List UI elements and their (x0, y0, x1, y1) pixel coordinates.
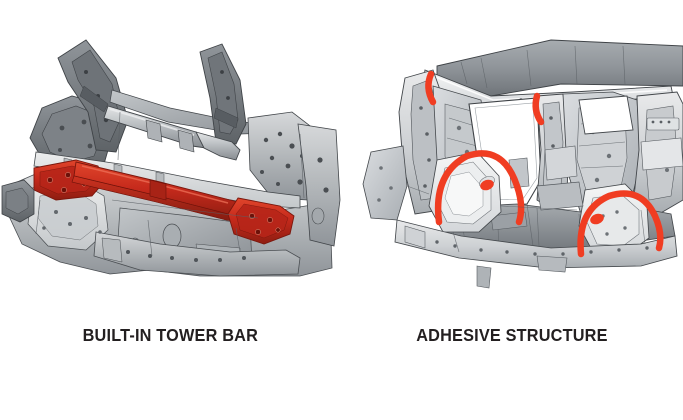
jack-point (536, 255, 568, 273)
left-shock-tower-face (41, 105, 103, 163)
sill-bracket-tab (476, 265, 492, 289)
figure-adhesive-structure (341, 0, 683, 300)
caption-adhesive-structure: ADHESIVE STRUCTURE (416, 324, 608, 345)
caption-built-in-tower-bar: BUILT-IN TOWER BAR (83, 324, 259, 345)
tower-bar-bolt (47, 177, 53, 183)
right-housing-holes (601, 210, 627, 236)
panel-seams (35, 111, 305, 257)
tower-bar-bolt (65, 172, 71, 178)
quarter-hole (456, 125, 462, 131)
rail-oval-hole (311, 207, 325, 225)
tower-bar-bolt (267, 217, 273, 223)
d-pillar-slot (646, 117, 680, 131)
lower-member-holes (126, 250, 246, 262)
pillar-bracket (213, 107, 239, 129)
adhesive-highlights (425, 70, 664, 258)
pillar-hole (226, 96, 230, 100)
figure-built-in-tower-bar (0, 0, 341, 300)
tower-bar-illustration (0, 0, 341, 300)
sill-hole-row (417, 236, 649, 256)
tower-bolt-hole (58, 148, 62, 152)
tower-bolt-hole (87, 143, 93, 149)
pillar-hole (84, 70, 88, 74)
tail-lamp-pocket (640, 137, 683, 171)
footer-whitespace (0, 370, 683, 420)
left-wheel-housing-bowl (444, 171, 484, 217)
apron-hole-cluster (260, 131, 304, 186)
strut-tower-bar-highlight (33, 159, 295, 245)
tower-bar-bolt (275, 227, 281, 233)
adhesive-node-left (480, 179, 494, 191)
tower-bar-bolt (255, 229, 261, 235)
rocker-sill (394, 219, 678, 269)
adhesive-scene (362, 39, 683, 289)
inner-brace (544, 145, 578, 181)
member-flange (101, 237, 123, 263)
adhesive-node-right (590, 213, 604, 225)
adhesive-structure-illustration (341, 0, 683, 300)
tower-bar-bolt (249, 213, 255, 219)
figure-captions-row: BUILT-IN TOWER BAR ADHESIVE STRUCTURE (0, 300, 683, 370)
left-fender-holes (377, 166, 393, 202)
tower-bar-right-plate-face (235, 203, 289, 239)
sill-front-flange (404, 225, 426, 249)
quarter-hole (606, 153, 612, 159)
cowl-cross-tube-right (195, 131, 241, 161)
pillar-bracket (79, 85, 109, 113)
adhesive-bead-rear-roof-joint (532, 92, 545, 126)
tube-bracket-b (177, 129, 195, 153)
roof-bow-lines (460, 45, 626, 89)
quarter-window-opening (578, 95, 634, 135)
left-outer-fender (362, 145, 408, 221)
tower-bar-stiffener (149, 179, 167, 201)
lower-cross-member (93, 231, 301, 277)
front-pillar-holes (419, 106, 431, 188)
tower-bar-scene (1, 39, 341, 277)
rail-hole (323, 187, 329, 193)
tube-bracket-a (145, 119, 163, 143)
tower-bar-bolt (61, 187, 67, 193)
apron-detail-holes (42, 210, 102, 234)
adhesive-bead-front-roof-joint (425, 70, 437, 106)
tower-bolt-hole (59, 125, 65, 131)
rail-hole (317, 157, 323, 163)
horn-face (5, 187, 29, 215)
seat-cross-member (536, 181, 584, 211)
caption-cell-right: ADHESIVE STRUCTURE (342, 300, 683, 370)
pillar-hole (220, 70, 224, 74)
adhesive-bead-left-wheel-arch (434, 150, 525, 226)
right-outer-rail (297, 123, 341, 247)
adhesive-bead-right-wheel-arch (577, 190, 664, 258)
quarter-hole (594, 177, 600, 183)
figure-panels-row (0, 0, 683, 300)
caption-cell-left: BUILT-IN TOWER BAR (0, 300, 342, 370)
foreground-seams (406, 185, 646, 253)
tower-bolt-hole (81, 119, 87, 125)
